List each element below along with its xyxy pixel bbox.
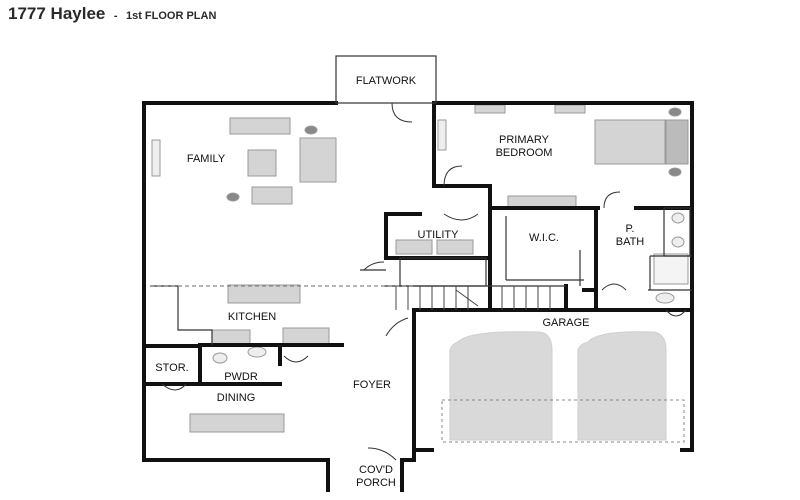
thin-lines [150,55,692,345]
bath-shower [653,253,689,285]
kitchen-island [227,284,301,304]
bedroom-nightstand [668,167,682,177]
door-swing [161,383,187,391]
door-swing [665,309,687,317]
label-primary-bedroom-line2: BEDROOM [496,147,553,159]
family-coffee-table [247,149,277,177]
label-family: FAMILY [187,153,226,165]
label-foyer: FOYER [353,379,391,391]
label-pwdr: PWDR [224,371,258,383]
family-chair [251,186,293,205]
plan-title: 1777 Haylee [8,4,106,23]
title-separator: - [113,10,118,22]
door-swing [283,355,309,363]
dining-table [189,413,285,433]
door-swing [603,191,621,209]
family-lamp [304,125,318,135]
bath-sink [671,236,685,248]
vehicle-right [577,331,667,441]
vehicle-left [449,331,553,441]
label-garage: GARAGE [542,317,589,329]
utility-dryer [436,239,474,255]
door-swing [385,317,409,337]
label-wic: W.I.C. [529,232,559,244]
powder-sink [247,346,267,358]
label-utility: UTILITY [418,229,460,241]
family-fireplace [151,139,161,177]
family-sofa [229,117,291,135]
label-stor: STOR. [155,362,188,374]
bedroom-bed [594,119,666,165]
staircase [395,286,551,310]
page-header: 1777 Haylee - 1st FLOOR PLAN [8,4,216,24]
kitchen-range [211,329,251,345]
door-swing [363,261,385,271]
label-porch-line1: COV'D [359,464,393,476]
door-swing [367,447,397,461]
family-loveseat [299,137,337,183]
garage-door-outline [441,399,685,443]
kitchen-counter [282,327,330,345]
powder-toilet [212,352,228,364]
room-labels: FLATWORK FAMILY PRIMARY BEDROOM UTILITY … [155,75,644,489]
bedroom-headboard [665,119,689,165]
label-pbath-line1: P. [626,223,635,235]
label-pbath-line2: BATH [616,236,645,248]
door-swing [443,165,463,187]
bath-sink [671,212,685,224]
family-lamp [226,192,240,202]
furniture-layer [151,104,689,433]
utility-washer [395,239,433,255]
label-kitchen: KITCHEN [228,311,276,323]
bedroom-nightstand [668,107,682,117]
door-swing [391,102,413,123]
bedroom-window-seat [554,104,586,114]
label-flatwork: FLATWORK [356,75,417,87]
garage-vehicles [449,331,667,441]
door-swing [601,283,627,291]
bath-toilet [655,292,675,304]
label-dining: DINING [217,392,256,404]
label-primary-bedroom-line1: PRIMARY [499,134,550,146]
door-swings [161,102,687,461]
bedroom-window-seat [474,104,506,114]
label-porch-line2: PORCH [356,477,396,489]
door-swing [443,213,479,221]
bedroom-tv [437,119,447,151]
plan-subtitle: 1st FLOOR PLAN [125,10,217,22]
